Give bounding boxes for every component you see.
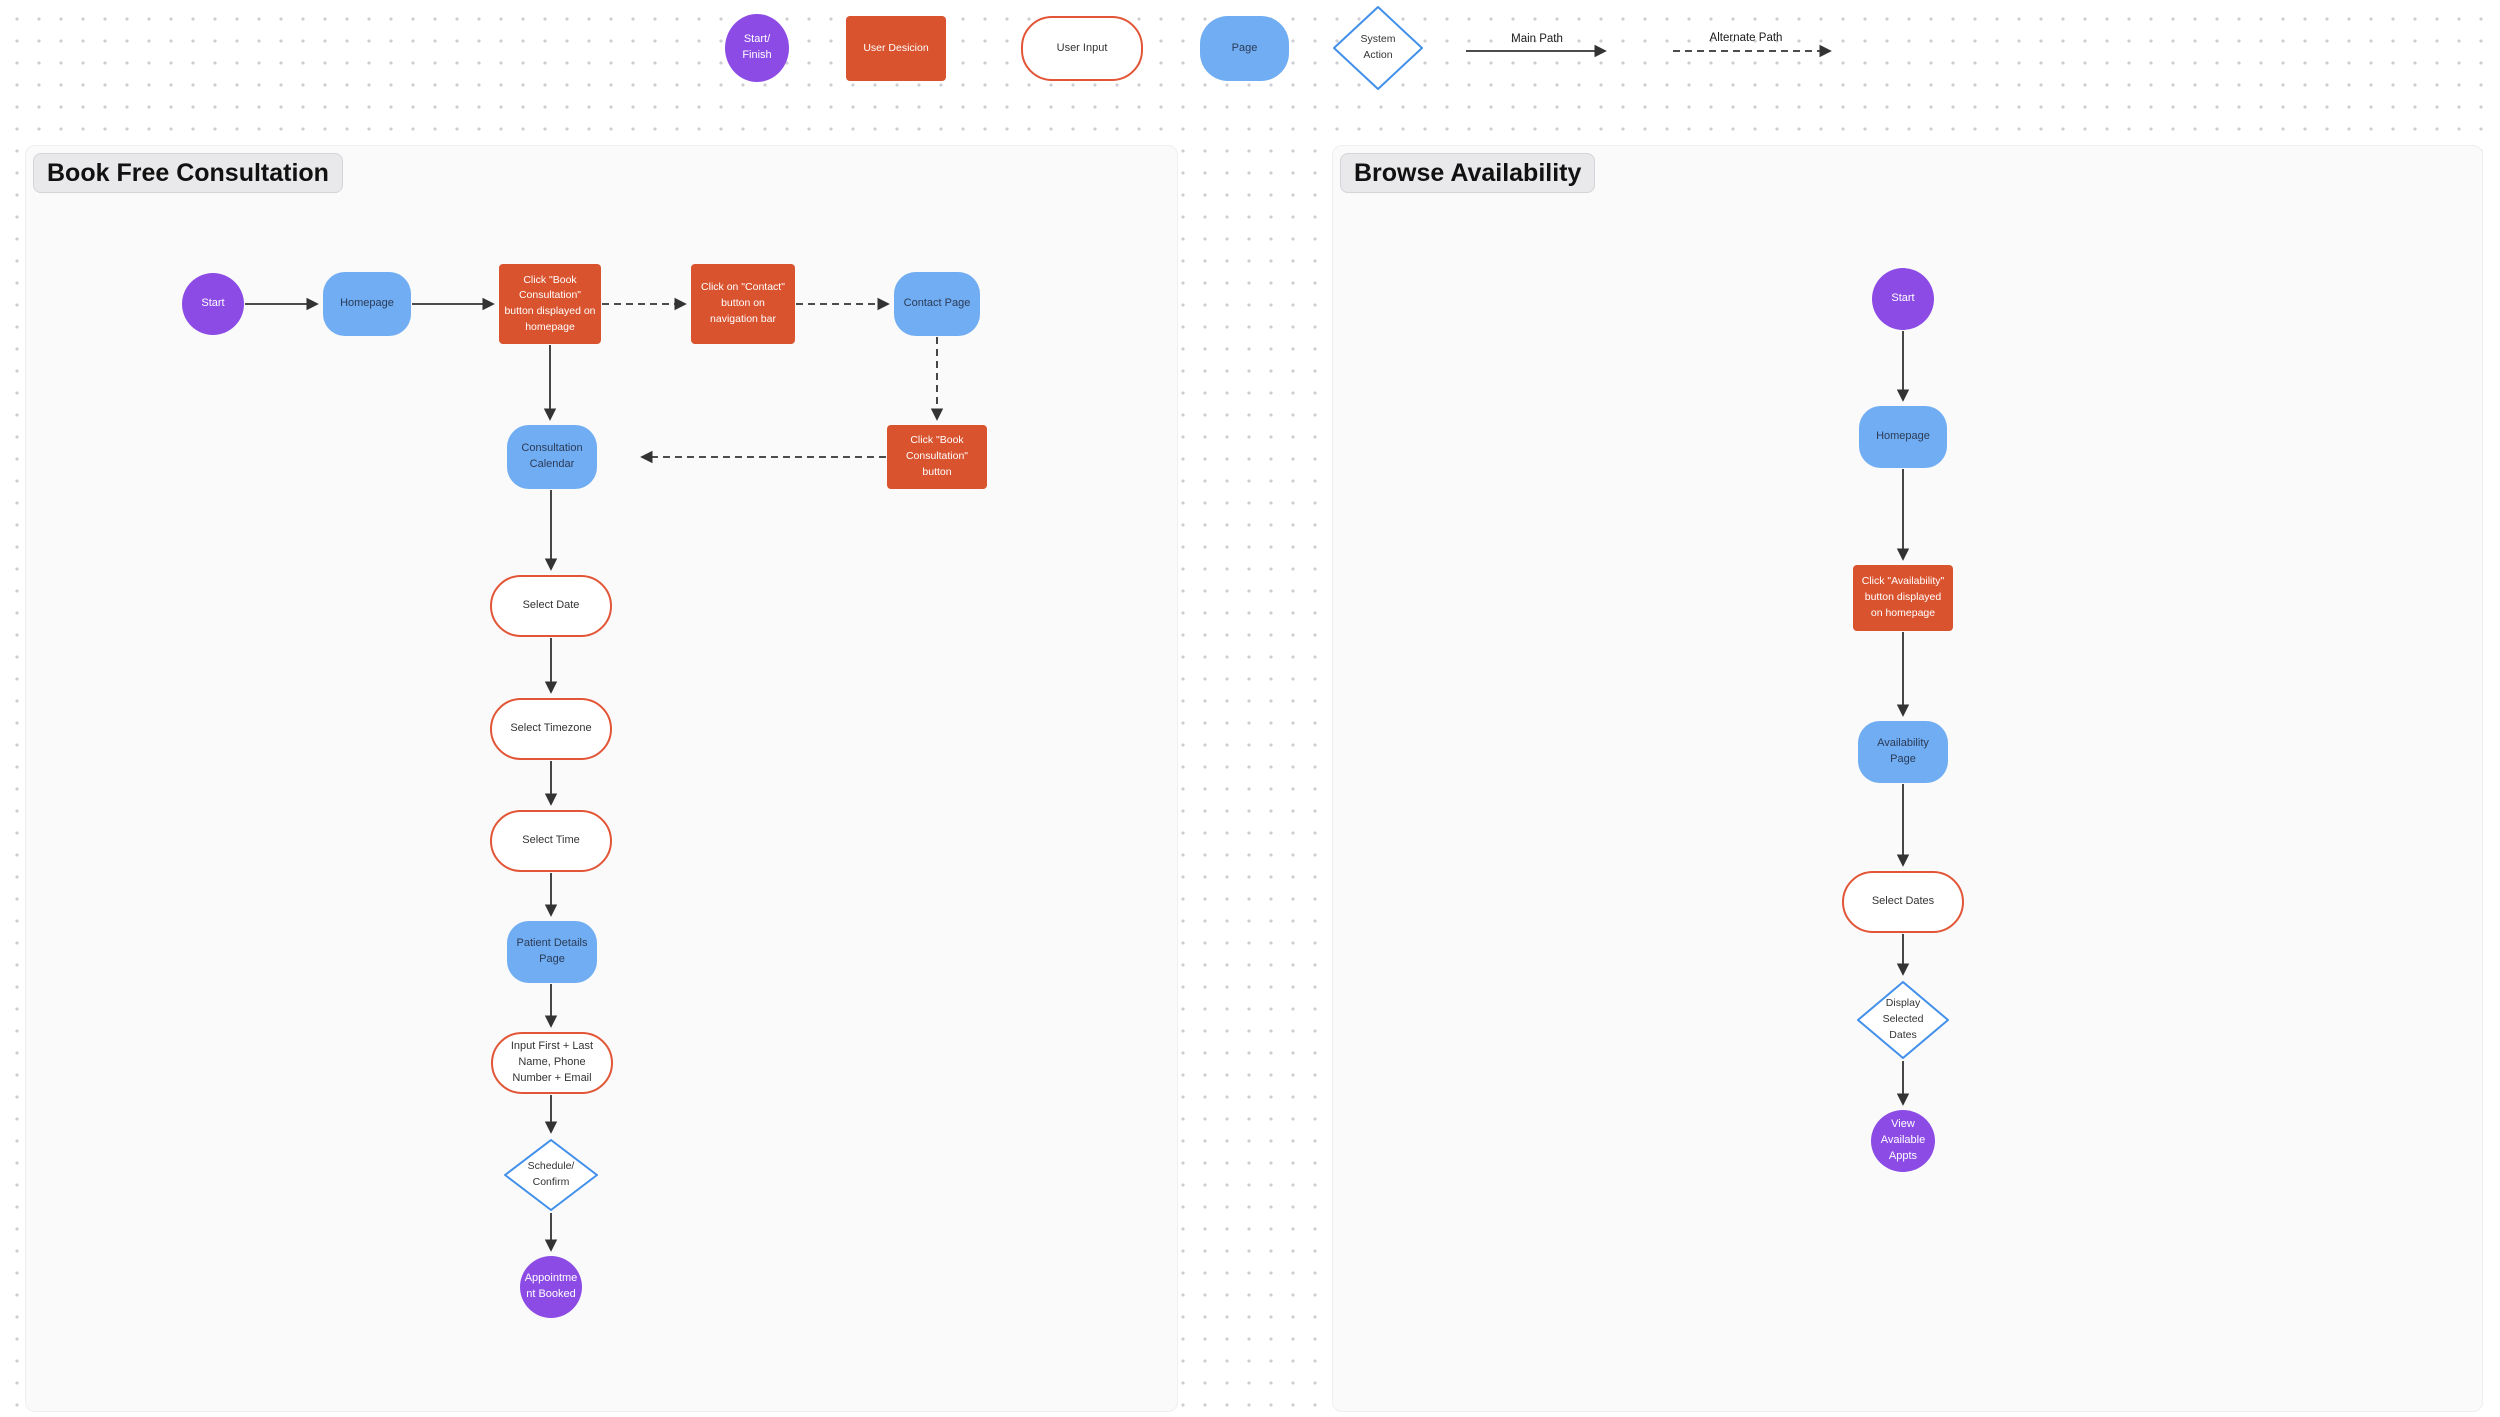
node-label: Select Dates <box>1871 895 1935 908</box>
node-select-timezone[interactable]: Select Timezone <box>490 698 612 760</box>
legend-user-decision-shape[interactable]: User Desicion <box>846 16 946 81</box>
legend-user-input-label: User Input <box>1056 41 1108 54</box>
frame-title-browse-availability[interactable]: Browse Availability <box>1340 153 1596 193</box>
node-browse-homepage[interactable]: Homepage <box>1859 406 1947 468</box>
diamond-outline <box>504 1139 598 1211</box>
node-browse-start[interactable]: Start <box>1872 268 1934 330</box>
node-book-homepage[interactable]: Homepage <box>323 272 411 336</box>
legend-page-label: Page <box>1231 41 1258 54</box>
node-label: Select Date <box>522 599 580 612</box>
node-input-patient-details[interactable]: Input First + Last Name, Phone Number + … <box>491 1032 613 1094</box>
node-select-time[interactable]: Select Time <box>490 810 612 872</box>
node-label: Homepage <box>340 297 394 310</box>
node-book-start[interactable]: Start <box>182 273 244 335</box>
legend-user-input-shape[interactable]: User Input <box>1021 16 1143 81</box>
legend-system-action-label: System Action <box>1360 33 1396 61</box>
diamond-outline <box>1857 981 1949 1059</box>
node-view-available-appts[interactable]: View Available Appts <box>1871 1110 1935 1172</box>
node-schedule-confirm[interactable]: Schedule/ Confirm <box>503 1138 599 1212</box>
node-click-book-consultation-cta[interactable]: Click "Book Consultation" button display… <box>499 264 601 344</box>
node-display-selected-dates[interactable]: Display Selected Dates <box>1856 980 1950 1060</box>
node-label: Input First + Last Name, Phone Number + … <box>510 1040 594 1084</box>
node-label: Appointment Booked <box>524 1272 578 1300</box>
node-label: Select Time <box>522 834 580 847</box>
node-patient-details-page[interactable]: Patient Details Page <box>507 921 597 983</box>
node-label: Start <box>201 297 225 310</box>
frame-book-free-consultation[interactable] <box>25 145 1178 1412</box>
node-label: Start <box>1891 292 1915 305</box>
legend-start-finish-shape[interactable]: Start/ Finish <box>725 14 789 82</box>
node-consultation-calendar[interactable]: Consultation Calendar <box>507 425 597 489</box>
node-availability-page[interactable]: Availability Page <box>1858 721 1948 783</box>
legend-system-action-shape[interactable]: System Action <box>1332 5 1424 91</box>
node-label: Homepage <box>1876 430 1930 443</box>
legend-alternate-path-label: Alternate Path <box>1709 32 1783 44</box>
node-label: Consultation Calendar <box>521 442 583 470</box>
frame-title-book-free-consultation[interactable]: Book Free Consultation <box>33 153 343 193</box>
node-label: Contact Page <box>903 297 971 310</box>
legend-start-finish-label: Start/ Finish <box>742 33 772 61</box>
node-click-book-consultation-button[interactable]: Click "Book Consultation" button <box>887 425 987 489</box>
legend-user-decision-label: User Desicion <box>863 41 929 54</box>
node-label: Click "Book Consultation" button display… <box>504 273 596 333</box>
node-label: Select Timezone <box>510 722 592 735</box>
node-label: Schedule/ Confirm <box>527 1160 575 1188</box>
node-label: Display Selected Dates <box>1882 997 1924 1041</box>
node-click-contact-button[interactable]: Click on "Contact" button on navigation … <box>691 264 795 344</box>
node-appointment-booked[interactable]: Appointment Booked <box>520 1256 582 1318</box>
legend-main-path-label: Main Path <box>1511 33 1563 45</box>
node-select-dates[interactable]: Select Dates <box>1842 871 1964 933</box>
node-label: Click "Book Consultation" button <box>905 434 969 478</box>
node-select-date[interactable]: Select Date <box>490 575 612 637</box>
node-contact-page[interactable]: Contact Page <box>894 272 980 336</box>
node-label: Click on "Contact" button on navigation … <box>701 281 785 325</box>
legend-page-shape[interactable]: Page <box>1200 16 1289 81</box>
diamond-outline <box>1333 6 1423 90</box>
node-click-availability-button[interactable]: Click "Availability" button displayed on… <box>1853 565 1953 631</box>
node-label: View Available Appts <box>1880 1118 1926 1162</box>
node-label: Availability Page <box>1877 737 1929 765</box>
node-label: Click "Availability" button displayed on… <box>1861 575 1945 619</box>
node-label: Patient Details Page <box>516 937 588 965</box>
